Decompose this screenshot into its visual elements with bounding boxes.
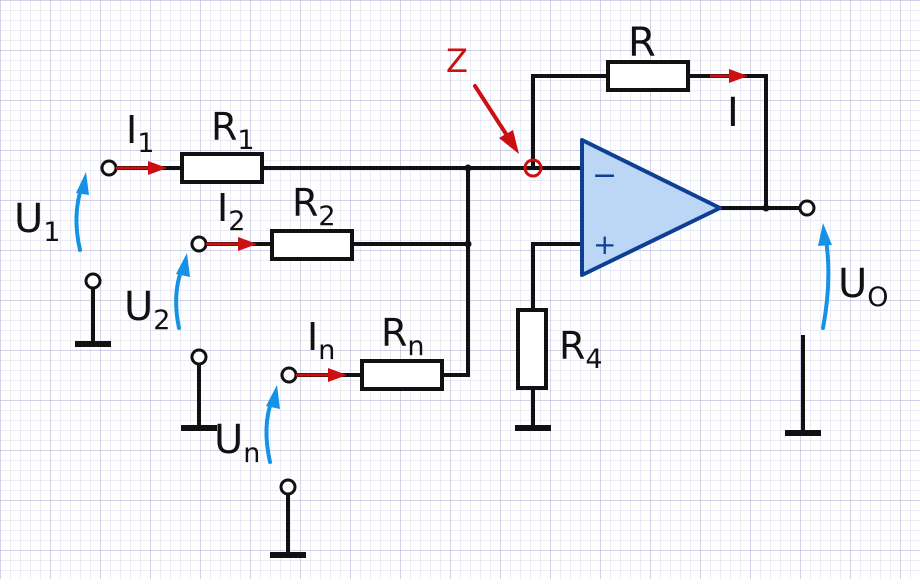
- label-rn: Rn: [381, 311, 425, 362]
- label-u2: U2: [124, 284, 170, 336]
- node-z-pointer-head: [499, 130, 519, 154]
- node-z: Z: [446, 42, 543, 178]
- current-arrows: [116, 69, 748, 382]
- ground-input-2: [181, 348, 217, 431]
- label-in: In: [307, 315, 335, 366]
- resistors: [180, 60, 690, 391]
- resistor-r-feedback: [606, 60, 690, 92]
- voltage-arrow-u2: [174, 253, 190, 330]
- label-i2: I2: [217, 186, 245, 237]
- label-r2: R2: [292, 181, 336, 232]
- voltage-arrows: [74, 172, 832, 464]
- junction-dot-middle: [464, 240, 472, 248]
- terminal-input-2: [190, 235, 208, 253]
- labels: R I R1 R2 Rn R4 I1 I2 In U1 U2 Un UO: [14, 20, 889, 469]
- junctions: [464, 164, 770, 248]
- current-arrow-i2: [206, 237, 257, 251]
- terminal-output: [798, 199, 816, 217]
- label-un: Un: [214, 417, 260, 469]
- noninverting-input-sign: +: [593, 228, 616, 261]
- voltage-arrow-u1: [74, 172, 89, 252]
- ground-output: [785, 335, 821, 436]
- node-z-marker: [523, 158, 543, 178]
- op-amp: − +: [580, 138, 722, 277]
- label-uo: UO: [838, 261, 889, 313]
- resistor-rn: [360, 359, 444, 391]
- resistor-r1: [180, 152, 264, 184]
- junction-dot-top: [464, 164, 472, 172]
- terminal-input-1: [100, 159, 118, 177]
- label-i1: I1: [126, 108, 154, 159]
- ground-input-n: [270, 478, 306, 558]
- voltage-arrow-uo: [818, 223, 832, 330]
- label-r4: R4: [559, 324, 603, 375]
- label-r-feedback: R: [628, 20, 656, 66]
- current-arrow-i1: [116, 161, 167, 175]
- inverting-input-sign: −: [592, 158, 617, 193]
- resistor-r2: [270, 229, 354, 261]
- resistor-r4: [516, 308, 548, 390]
- node-z-label: Z: [446, 42, 468, 80]
- terminal-input-n: [280, 366, 298, 384]
- ground-input-1: [75, 272, 111, 347]
- grounds: [75, 272, 821, 558]
- label-r1: R1: [211, 105, 255, 156]
- current-arrow-in: [296, 368, 347, 382]
- op-amp-triangle: [580, 138, 722, 277]
- label-i: I: [727, 90, 739, 136]
- label-u1: U1: [14, 196, 60, 248]
- current-arrow-i: [710, 69, 748, 83]
- voltage-arrow-un: [264, 385, 280, 464]
- junction-dot-output: [762, 204, 770, 212]
- node-z-pointer-line: [473, 84, 510, 139]
